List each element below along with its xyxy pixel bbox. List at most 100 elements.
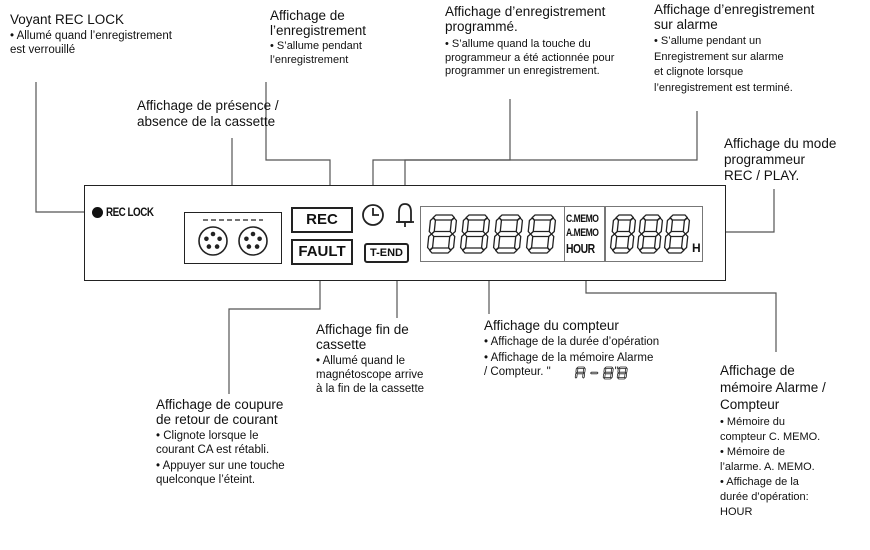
digit-segment <box>665 247 685 254</box>
digit-segment <box>609 233 618 251</box>
annotation-bullet: • Allumé quand l’enregistrement est verr… <box>10 30 172 56</box>
digit-segment <box>494 247 518 254</box>
digit-segment <box>515 217 524 235</box>
annotation-bullet: • Appuyer sur une touche quelconque l’ét… <box>156 460 285 486</box>
reel-left-icon <box>198 226 228 256</box>
annotation-title: Affichage de présence / absence de la ca… <box>137 98 279 129</box>
digit-segment <box>602 372 606 379</box>
fault-indicator: FAULT <box>291 239 353 265</box>
digit-segment <box>494 217 503 235</box>
digit-segment <box>611 217 620 235</box>
annotation-bullet: • Affichage de la mémoire Alarme / Compt… <box>484 352 654 380</box>
counter-annotation: Affichage du compteur • Affichage de la … <box>484 318 724 380</box>
counter-segment-example <box>574 366 628 380</box>
annotation-bullet: • S’allume pendant l’enregistrement <box>270 40 362 66</box>
digit-segment <box>680 233 689 251</box>
annotation-title: Affichage d’enregistrement programmé. <box>445 4 606 34</box>
t-end-annotation: Affichage fin de cassette • Allumé quand… <box>316 322 496 396</box>
digit-segment <box>492 233 501 251</box>
digit-segment <box>449 217 458 235</box>
digit-segment <box>603 367 607 374</box>
clock-icon <box>362 204 384 226</box>
digit-segment <box>582 367 586 374</box>
timer-mode-annotation: Affichage du mode programmeur REC / PLAY… <box>724 136 864 184</box>
annotation-title: Affichage d’enregistrement sur alarme <box>654 2 815 32</box>
digit-segment <box>428 217 437 235</box>
rec-display-annotation: Affichage de l’enregistrement • S’allume… <box>270 8 410 67</box>
digit-segment <box>610 372 614 379</box>
digit-segment <box>663 233 672 251</box>
h-suffix: H <box>692 241 701 255</box>
digit-segment <box>461 217 470 235</box>
digit-segment <box>618 366 628 369</box>
annotation-bullet: • S’allume quand la touche du programmeu… <box>445 38 615 77</box>
digit-segment <box>426 233 435 251</box>
digit-segment <box>617 376 626 380</box>
digit-segment <box>428 247 452 254</box>
annotation-title: Affichage fin de cassette <box>316 322 409 352</box>
annotation-bullet: • Affichage de la durée d’opération: HOU… <box>720 476 809 518</box>
annotation-title: Affichage de mémoire Alarme / Compteur <box>720 363 826 412</box>
rec-lock-label: REC LOCK <box>106 205 154 219</box>
rec-indicator: REC <box>291 207 353 233</box>
annotation-bullet: • Clignote lorsque le courant CA est rét… <box>156 430 270 456</box>
digit-segment <box>513 233 522 251</box>
bell-icon <box>396 203 414 227</box>
digit-segment <box>527 247 551 254</box>
digit-segment <box>617 367 621 374</box>
annotation-bullet: • Affichage de la durée d’opération <box>484 336 660 348</box>
digit-segment <box>624 367 628 374</box>
power-failure-annotation: Affichage de coupure de retour de couran… <box>156 397 346 487</box>
digit-segment <box>589 371 599 375</box>
digit-segment <box>655 217 664 235</box>
rec-lock-annotation: Voyant REC LOCK • Allumé quand l’enregis… <box>10 12 250 57</box>
cassette-annotation: Affichage de présence / absence de la ca… <box>137 98 327 130</box>
digit-segment <box>611 247 631 254</box>
digit-segment <box>574 372 578 379</box>
annotation-title: Affichage du compteur <box>484 318 619 333</box>
digit-segment <box>432 214 456 221</box>
digit-segment <box>638 217 647 235</box>
cassette-indicator <box>184 212 282 264</box>
digit-segment <box>653 233 662 251</box>
amemo-label: A.MEMO <box>566 227 599 239</box>
digit-segment <box>465 214 489 221</box>
digit-segment <box>461 247 485 254</box>
digit-segment <box>463 230 487 238</box>
alarm-rec-annotation: Affichage d’enregistrement sur alarme • … <box>654 2 869 96</box>
digit-segment <box>628 217 637 235</box>
timer-rec-annotation: Affichage d’enregistrement programmé. • … <box>445 4 675 79</box>
annotation-title: Affichage du mode programmeur REC / PLAY… <box>724 136 837 183</box>
memory-annotation: Affichage de mémoire Alarme / Compteur •… <box>720 362 865 520</box>
digit-segment <box>638 247 658 254</box>
annotation-bullet: • Mémoire de l’alarme. A. MEMO. <box>720 446 815 473</box>
annotation-bullet: • S’allume pendant un Enregistrement sur… <box>654 35 793 94</box>
annotation-title: Affichage de coupure de retour de couran… <box>156 397 284 427</box>
digit-segment <box>480 233 489 251</box>
digit-segment <box>498 214 522 221</box>
digit-segment <box>496 230 520 238</box>
annotation-title: Affichage de l’enregistrement <box>270 8 367 38</box>
timer-mode-display: H <box>605 206 703 262</box>
digit-segment <box>682 217 691 235</box>
t-end-indicator: T-END <box>364 243 409 263</box>
digit-segment <box>610 367 614 374</box>
hour-label: HOUR <box>566 241 595 256</box>
digit-segment <box>603 376 612 380</box>
digit-segment <box>582 372 586 379</box>
annotation-bullet: • Mémoire du compteur C. MEMO. <box>720 416 821 443</box>
counter-display <box>420 206 565 262</box>
digit-segment <box>604 366 614 369</box>
digit-segment <box>548 217 557 235</box>
digit-segment <box>615 214 635 221</box>
digit-segment <box>459 233 468 251</box>
digit-segment <box>624 372 628 379</box>
digit-segment <box>665 217 674 235</box>
digit-segment <box>616 372 620 379</box>
reel-right-icon <box>238 226 268 256</box>
digit-segment <box>430 230 454 238</box>
annotation-title: Voyant REC LOCK <box>10 12 125 27</box>
memory-indicator: C.MEMO A.MEMO HOUR <box>564 206 605 262</box>
cmemo-label: C.MEMO <box>566 213 599 225</box>
digit-segment <box>575 367 579 374</box>
